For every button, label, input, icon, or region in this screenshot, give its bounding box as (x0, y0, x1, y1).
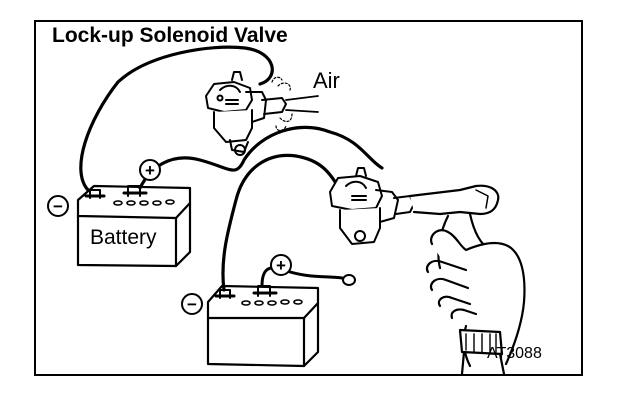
solenoid-valve-bottom (329, 167, 415, 245)
air-label: Air (313, 68, 340, 93)
solenoid-valve-top (205, 71, 319, 156)
battery-bottom (206, 284, 320, 368)
minus-terminal-top: − (53, 197, 63, 216)
wires-top (79, 45, 384, 192)
figure-border (34, 20, 583, 376)
plus-terminal-top: + (145, 161, 155, 180)
battery-label: Battery (90, 226, 157, 249)
terminal-symbols: + − + − (47, 159, 292, 315)
minus-terminal-bottom: − (187, 295, 197, 314)
diagram-title: Lock-up Solenoid Valve (52, 24, 288, 47)
hand (425, 229, 526, 376)
figure-code: AT3088 (487, 345, 542, 362)
plus-terminal-bottom: + (276, 256, 286, 275)
battery-top (76, 184, 192, 268)
